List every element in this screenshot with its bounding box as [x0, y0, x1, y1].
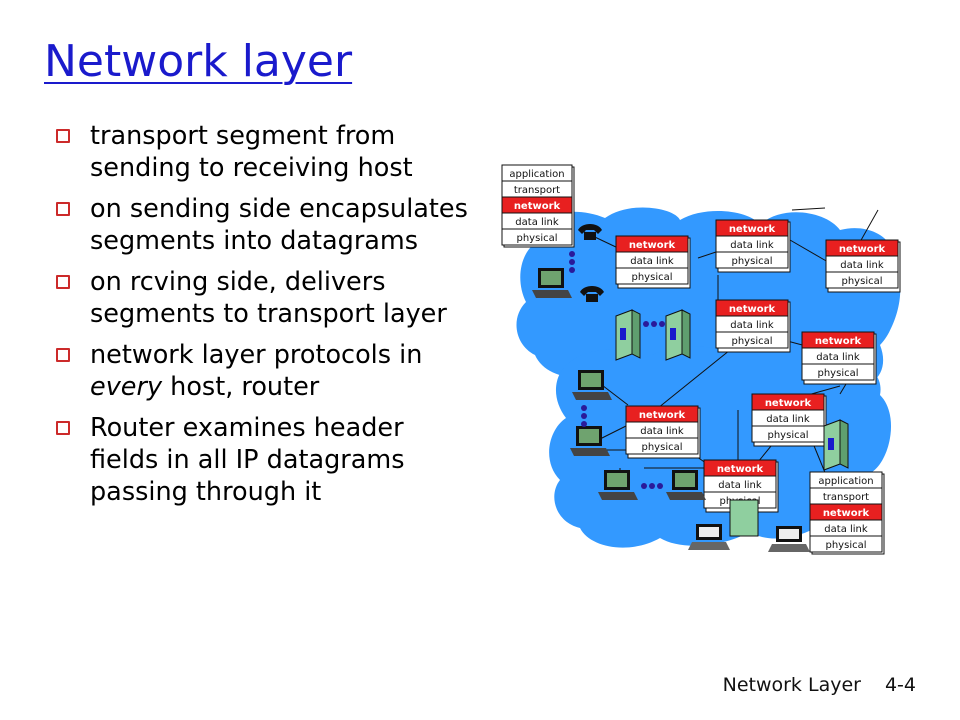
bullet-box-icon: [56, 421, 70, 435]
footer-label: Network Layer: [722, 674, 861, 696]
desktop-computer-icon: [532, 268, 572, 298]
layer-application: application: [509, 169, 564, 180]
layer-physical: physical: [632, 272, 673, 283]
bullet-item: network layer protocols in every host, r…: [52, 339, 472, 403]
layer-physical: physical: [818, 368, 859, 379]
protocol-stack-router-1: network data link physical: [615, 235, 691, 289]
layer-network: network: [729, 224, 776, 235]
layer-network: network: [639, 410, 686, 421]
cable-modem-icon: [729, 499, 759, 537]
protocol-stack-router-7: network data link physical: [625, 405, 701, 459]
bullet-text: on sending side encapsulates segments in…: [90, 194, 468, 256]
bullet-text: Router examines header fields in all IP …: [90, 413, 405, 507]
desktop-computer-icon: [598, 470, 638, 500]
layer-physical: physical: [732, 336, 773, 347]
protocol-stack-router-8: network data link physical: [703, 459, 779, 513]
layer-network: network: [815, 336, 862, 347]
layer-data-link: data link: [640, 426, 684, 437]
protocol-stack-router-6: network data link physical: [751, 393, 827, 447]
layer-data-link: data link: [816, 352, 860, 363]
server-icon: [823, 419, 849, 471]
layer-physical: physical: [826, 540, 867, 551]
layer-network: network: [629, 240, 676, 251]
layer-transport: transport: [823, 492, 869, 503]
server-icon: [615, 309, 641, 361]
bullet-item: on rcving side, delivers segments to tra…: [52, 266, 472, 330]
telephone-icon: [578, 224, 602, 240]
layer-application: application: [818, 476, 873, 487]
desktop-computer-icon: [572, 370, 612, 400]
slide-title: Network layer: [44, 36, 353, 87]
layer-physical: physical: [517, 233, 558, 244]
bullet-item: Router examines header fields in all IP …: [52, 412, 472, 508]
network-diagram: application transport network data link …: [501, 164, 901, 555]
telephone-icon: [580, 286, 604, 302]
desktop-computer-icon: [570, 426, 610, 456]
emphasis-word: every: [90, 372, 163, 402]
layer-data-link: data link: [515, 217, 559, 228]
layer-physical: physical: [842, 276, 883, 287]
bullet-text: network layer protocols in every host, r…: [90, 340, 423, 402]
layer-network: network: [729, 304, 776, 315]
bullet-text: on rcving side, delivers segments to tra…: [90, 267, 447, 329]
laptop-icon: [768, 526, 810, 552]
server-icon: [665, 309, 691, 361]
laptop-icon: [688, 524, 730, 550]
bullet-item: on sending side encapsulates segments in…: [52, 193, 472, 257]
protocol-stack-router-2: network data link physical: [715, 219, 791, 273]
bullet-text: transport segment from sending to receiv…: [90, 121, 413, 183]
bullet-box-icon: [56, 275, 70, 289]
bullet-box-icon: [56, 202, 70, 216]
layer-data-link: data link: [824, 524, 868, 535]
layer-physical: physical: [732, 256, 773, 267]
layer-physical: physical: [642, 442, 683, 453]
slide-footer: Network Layer 4-4: [699, 674, 916, 696]
bullet-box-icon: [56, 129, 70, 143]
layer-data-link: data link: [630, 256, 674, 267]
protocol-stack-router-3: network data link physical: [825, 239, 901, 293]
layer-transport: transport: [514, 185, 560, 196]
page-number: 4-4: [884, 674, 916, 696]
bullet-list: transport segment from sending to receiv…: [52, 120, 472, 517]
protocol-stack-router-5: network data link physical: [801, 331, 877, 385]
protocol-stack-router-4: network data link physical: [715, 299, 791, 353]
bullet-box-icon: [56, 348, 70, 362]
layer-physical: physical: [768, 430, 809, 441]
layer-data-link: data link: [718, 480, 762, 491]
protocol-stack-host-sender: application transport network data link …: [501, 164, 575, 248]
bullet-item: transport segment from sending to receiv…: [52, 120, 472, 184]
layer-data-link: data link: [730, 320, 774, 331]
layer-network: network: [717, 464, 764, 475]
layer-data-link: data link: [766, 414, 810, 425]
ellipsis-dots: [569, 251, 665, 489]
layer-network: network: [839, 244, 886, 255]
layer-data-link: data link: [840, 260, 884, 271]
layer-data-link: data link: [730, 240, 774, 251]
layer-network: network: [823, 508, 870, 519]
layer-network: network: [765, 398, 812, 409]
layer-network: network: [514, 201, 561, 212]
desktop-computer-icon: [666, 470, 706, 500]
protocol-stack-host-receiver: application transport network data link …: [809, 471, 885, 555]
